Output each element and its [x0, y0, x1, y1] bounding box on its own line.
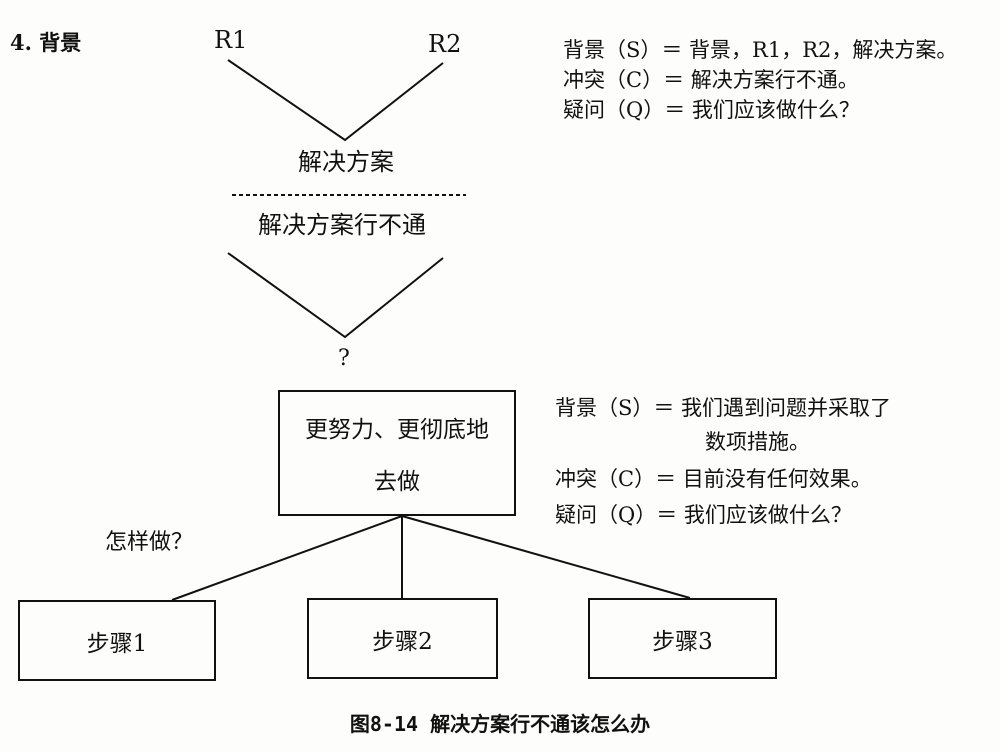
step-box-1: 步骤1: [18, 600, 216, 681]
bottom-v-connector: [227, 252, 444, 339]
section-label: 4. 背景: [10, 30, 82, 55]
question-mark: ?: [338, 346, 350, 371]
step-label: 步骤1: [86, 630, 148, 657]
branch-line-3: [401, 515, 691, 599]
root-box: 更努力、更彻底地 去做: [278, 390, 516, 516]
root-line-1: 更努力、更彻底地: [305, 417, 489, 443]
solution-fails-label: 解决方案行不通: [258, 211, 426, 239]
figure-caption: 图8-14 解决方案行不通该怎么办: [349, 712, 651, 736]
scq-bottom-question: 疑问（Q）＝ 我们应该做什么？: [555, 503, 852, 527]
r1-label: R1: [214, 26, 248, 54]
step-label: 步骤2: [372, 628, 433, 655]
top-v-connector: [227, 59, 444, 142]
step-box-3: 步骤3: [588, 598, 777, 679]
how-label: 怎样做？: [105, 530, 194, 555]
r2-label: R2: [428, 30, 462, 58]
branch-line-1: [171, 515, 403, 601]
solution-label: 解决方案: [298, 148, 394, 176]
scq-bottom-complication: 冲突（C）＝ 目前没有任何效果。: [555, 467, 872, 491]
scq-top-situation: 背景（S）＝ 背景，R1，R2，解决方案。: [563, 38, 958, 62]
scq-bottom-situation: 背景（S）＝ 我们遇到问题并采取了: [555, 396, 892, 420]
root-line-2: 去做: [374, 469, 420, 495]
step-box-2: 步骤2: [307, 598, 498, 679]
scq-top-question: 疑问（Q）＝ 我们应该做什么？: [563, 98, 860, 122]
scq-top-complication: 冲突（C）＝ 解决方案行不通。: [563, 68, 859, 92]
scq-bottom-situation-cont: 数项措施。: [705, 430, 810, 454]
step-label: 步骤3: [652, 628, 713, 655]
